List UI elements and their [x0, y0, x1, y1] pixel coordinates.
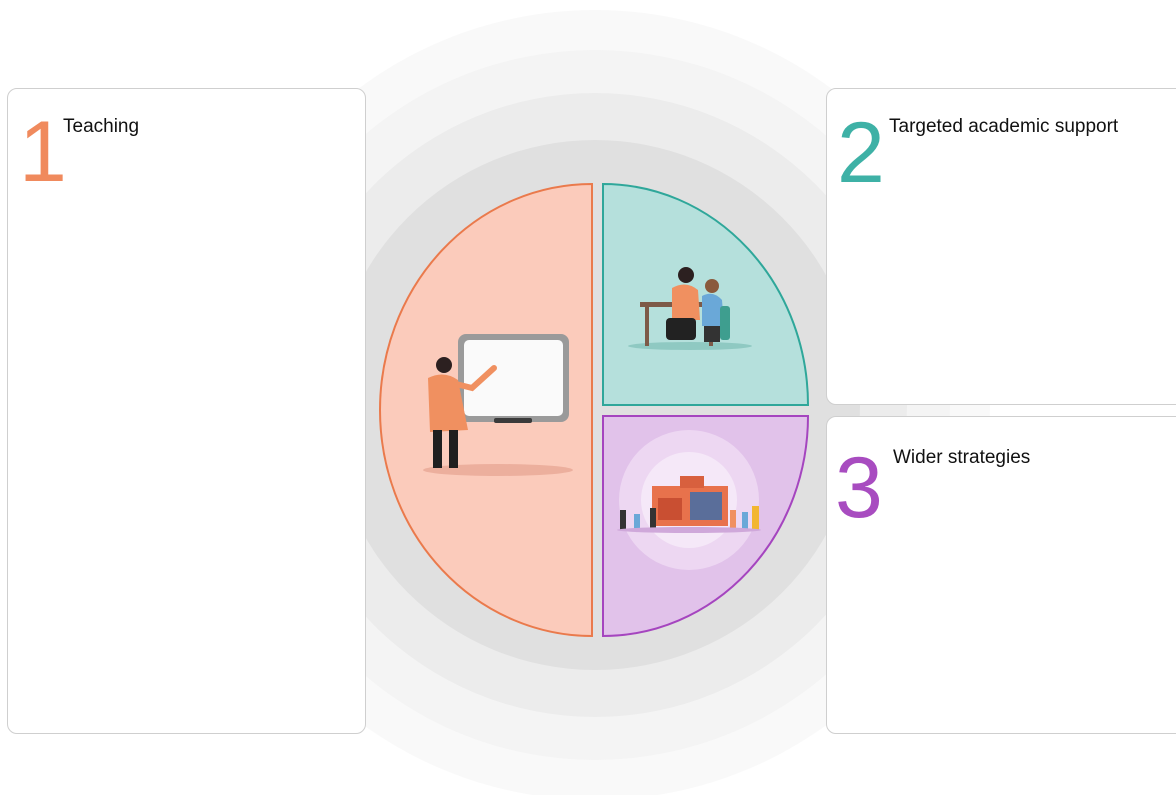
- section-number-1: 1: [19, 104, 67, 200]
- section-title-wider-strategies: Wider strategies: [893, 447, 1031, 468]
- tutor-student-desk-icon: [628, 267, 752, 350]
- school-community-icon: [617, 430, 761, 570]
- section-number-2: 2: [837, 105, 885, 201]
- teaching-card[interactable]: 1 Teaching: [7, 88, 366, 734]
- section-title-targeted-support: Targeted academic support: [889, 116, 1119, 137]
- wider-strategies-card[interactable]: 3 Wider strategies: [826, 416, 1176, 734]
- teacher-whiteboard-icon: [423, 334, 573, 476]
- section-number-3: 3: [835, 440, 883, 536]
- targeted-support-card[interactable]: 2 Targeted academic support: [826, 88, 1176, 405]
- section-title-teaching: Teaching: [63, 116, 140, 137]
